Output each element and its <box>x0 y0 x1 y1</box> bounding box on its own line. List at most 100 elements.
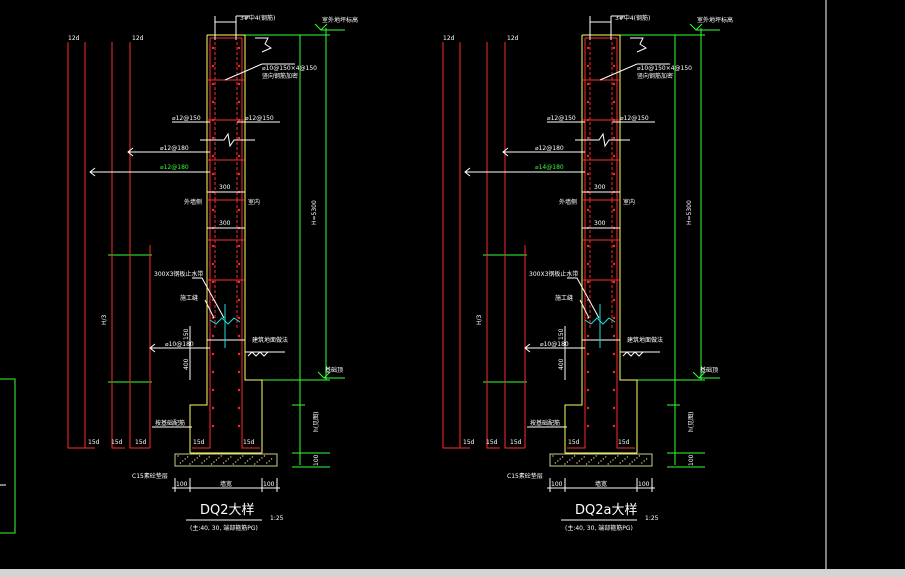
dim-300-a-label: 300 <box>594 184 606 191</box>
waterstop-label: 300X3钢板止水带 <box>154 270 203 278</box>
wall-rebar-inner <box>616 38 635 449</box>
cushion-aggregate <box>227 458 230 460</box>
rebar-dot-inner <box>612 424 616 428</box>
outer-face-label: 外墙侧 <box>184 198 202 206</box>
cushion-aggregate <box>605 456 607 458</box>
ground-hatch <box>622 351 644 357</box>
cushion-aggregate <box>557 460 559 462</box>
cushion-aggregate <box>246 460 249 462</box>
rebar-dot-inner <box>237 136 241 140</box>
waterstop-leader <box>567 277 600 319</box>
cushion-thickness-label: 100 <box>688 454 695 466</box>
ground-elevation-label: 室外地坪标高 <box>697 16 733 24</box>
wall-outline-right <box>619 35 638 453</box>
cushion-aggregate <box>191 461 194 463</box>
bottom-dim-100-b: 100 <box>638 481 650 488</box>
cushion-aggregate <box>636 457 638 459</box>
rebar-dot-outer <box>586 424 590 428</box>
anchor-label-3: 15d <box>510 439 522 446</box>
cushion-aggregate <box>268 460 270 462</box>
cushion-aggregate <box>595 455 597 457</box>
cushion-thickness-label: 100 <box>313 454 320 466</box>
anchor-label-5: 15d <box>618 439 630 446</box>
anchor-label-2: 15d <box>111 439 123 446</box>
cushion-aggregate <box>597 462 600 464</box>
cushion-aggregate <box>629 463 631 465</box>
cushion-aggregate <box>261 457 263 459</box>
bottom-dim-100-a: 100 <box>551 481 563 488</box>
detail-scale: 1:25 <box>645 515 659 522</box>
height-h1-label: h(见图) <box>313 412 320 433</box>
rebar-dot-outer <box>211 424 215 428</box>
cushion-aggregate <box>602 458 605 460</box>
height-total-label: H=5300 <box>311 200 318 225</box>
cushion-aggregate <box>258 459 261 461</box>
rebar-vertical-2-label: ⌀12@180 <box>535 145 564 152</box>
construction-joint-leader <box>204 299 215 319</box>
lap-length-label-2: 12d <box>132 35 144 42</box>
lap-bar-3 <box>129 42 150 449</box>
elevation-marker-top <box>689 23 703 31</box>
rebar-dot-inner <box>612 352 616 356</box>
rebar-dot-outer <box>586 352 590 356</box>
lap-bar-2 <box>486 42 500 449</box>
lap-length-label-1: 12d <box>68 35 80 42</box>
rebar-dot-outer <box>211 352 215 356</box>
rebar-green-arrow <box>89 167 96 177</box>
cushion-aggregate <box>201 462 203 464</box>
rebar-dot-inner <box>237 406 241 410</box>
dim-400-label: 400 <box>183 358 190 370</box>
rebar-dot-inner <box>237 64 241 68</box>
rebar-lower-arrow <box>149 343 156 353</box>
cushion-aggregate <box>564 463 566 465</box>
dim-300-b-label: 300 <box>594 220 606 227</box>
cushion-aggregate <box>184 458 186 460</box>
rebar-dot-outer <box>586 262 590 266</box>
detail-scale: 1:25 <box>270 515 284 522</box>
rebar-dot-outer <box>211 136 215 140</box>
rebar-dot-inner <box>612 370 616 374</box>
cushion-aggregate <box>617 455 619 457</box>
cushion-aggregate <box>566 461 569 463</box>
rebar-dot-inner <box>612 388 616 392</box>
cushion-aggregate <box>220 455 222 457</box>
rebar-dot-inner <box>612 118 616 122</box>
construction-joint-label: 施工缝 <box>555 294 573 302</box>
dim-300-b-label: 300 <box>219 220 231 227</box>
rebar-dot-inner <box>237 172 241 176</box>
rebar-lower-label: ⌀10@180 <box>165 341 194 348</box>
break-symbol-top <box>255 37 273 53</box>
rebar-dot-inner <box>612 64 616 68</box>
rebar-dot-outer <box>586 370 590 374</box>
rebar-dot-outer <box>211 370 215 374</box>
rebar-dot-inner <box>612 262 616 266</box>
construction-joint-label: 施工缝 <box>180 294 198 302</box>
rebar-dot-inner <box>612 46 616 50</box>
cushion-aggregate <box>232 463 234 465</box>
height-total-label: H=5300 <box>686 200 693 225</box>
top-rebar-label: 3#中4(钢筋) <box>240 14 275 22</box>
cushion-aggregate <box>208 456 210 458</box>
rebar-dot-outer <box>586 118 590 122</box>
rebar-dot-outer <box>586 64 590 68</box>
cushion-aggregate <box>225 460 227 462</box>
anchor-label-4: 15d <box>568 439 580 446</box>
dim-300-a-label: 300 <box>219 184 231 191</box>
rebar-dot-inner <box>612 298 616 302</box>
h3-label: H/3 <box>101 314 108 325</box>
cushion-aggregate <box>559 458 561 460</box>
waterstop-leader <box>192 277 225 319</box>
rebar-dot-outer <box>586 172 590 176</box>
rebar-dot-inner <box>612 334 616 338</box>
rebar-dot-outer <box>211 46 215 50</box>
cushion-label: C15素砼垫层 <box>507 472 543 480</box>
rebar-dot-inner <box>237 118 241 122</box>
rebar-dot-inner <box>237 298 241 302</box>
rebar-top-label: ⌀12@150 <box>172 115 201 122</box>
rebar-dot-outer <box>211 244 215 248</box>
cushion-aggregate <box>213 461 215 463</box>
rebar-dot-outer <box>586 154 590 158</box>
cushion-aggregate <box>571 457 573 459</box>
